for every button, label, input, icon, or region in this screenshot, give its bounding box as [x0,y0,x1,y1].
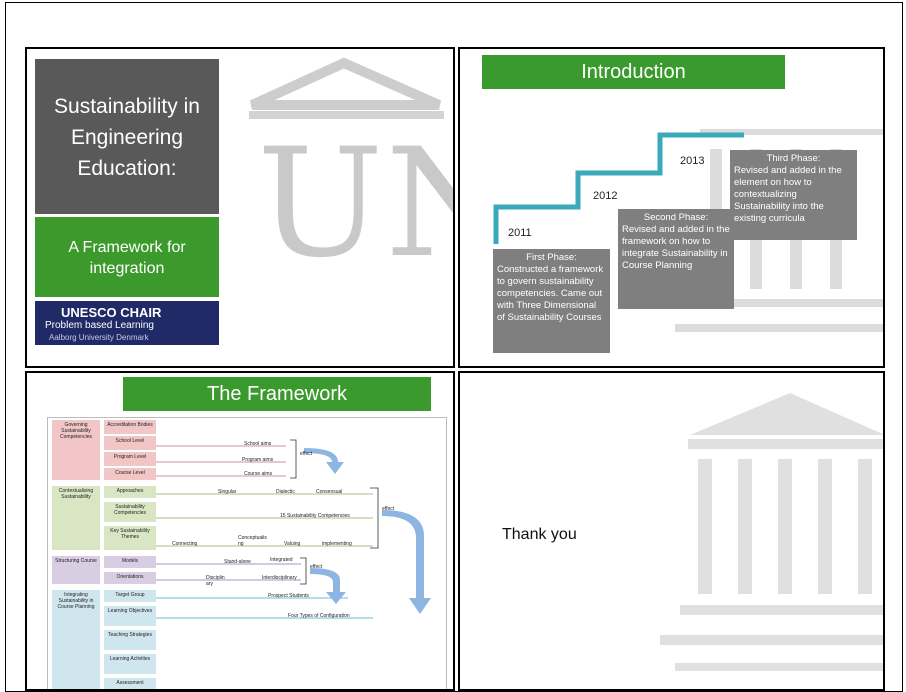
row-models: Models [104,556,156,568]
row-course: Course Level [104,468,156,480]
row-themes: Key Sustainability Themes [104,526,156,550]
label-school-aims: School aims [244,441,272,447]
logo-line2: Problem based Learning [45,320,154,331]
row-program: Program Level [104,452,156,466]
phase-1-body: Constructed a framework to govern sustai… [497,264,604,323]
label-integrated: Integrated [270,557,293,563]
group-governing: Governing Sustainability Competencies [52,420,100,480]
phase-1-title: First Phase: [526,252,577,263]
label-singular: Singular [218,489,237,495]
slide-4-thumbnail[interactable]: Thank you [458,371,885,691]
phase-card-1: First Phase: Constructed a framework to … [493,249,610,353]
temple-watermark [660,393,883,671]
label-effect-1: effect [300,451,313,457]
subtitle-box: A Framework for integration [35,217,219,297]
label-implementing: implementing [322,541,352,547]
phase-3-body: Revised and added in the element on how … [734,165,842,224]
label-course-aims: Course aims [244,471,273,477]
phase-2-title: Second Phase: [643,212,709,223]
row-school: School Level [104,436,156,450]
label-program-aims: Program aims [242,457,274,463]
group-structuring: Structuring Course [52,556,100,584]
staircase-graphic [493,132,744,244]
unesco-temple-graphic [249,57,444,119]
slide-subtitle: A Framework for integration [68,239,186,277]
thank-you-text: Thank you [502,526,577,543]
label-effect-2: effect [382,506,395,512]
row-strategies: Teaching Strategies [104,630,156,650]
unesco-chair-logo: UNESCO CHAIR Problem based Learning Aalb… [35,301,219,345]
label-prospect-students: Prospect Students [268,593,309,599]
row-objectives: Learning Objectives [104,606,156,626]
logo-line1: UNESCO CHAIR [61,305,162,320]
title-box: Sustainability in Engineering Education: [35,59,219,214]
label-competencies-15: 15 Sustainability Competencies [280,513,350,519]
label-connecting: Connecting [172,541,198,547]
label-four-types: Four Types of Configuration [288,613,350,619]
year-2012: 2012 [593,190,618,202]
label-dialectic: Dialectic [276,489,295,495]
label-effect-3: effect [310,564,323,570]
row-competencies: Sustainability Competencies [104,502,156,522]
slide-title: Sustainability in Engineering Education: [54,95,200,180]
slide-title: Introduction [482,55,785,89]
slide-1-thumbnail[interactable]: UNES Sustainability in Engineering Educa… [25,47,455,368]
label-valuing: Valuing [284,541,301,547]
year-2011: 2011 [508,227,532,239]
bg-letters: UNES [257,117,453,291]
framework-lines [156,439,431,619]
label-interdisciplinary: Interdisciplinary [262,575,297,581]
phase-2-body: Revised and added in the framework on ho… [622,224,730,271]
phase-card-3: Third Phase: Revised and added in the el… [730,150,857,240]
label-consensual: Consensual [316,489,343,495]
slide-3-thumbnail[interactable]: The Framework Governing Sustainability C… [25,371,455,691]
group-contextualising: Contextualising Sustainability [52,486,100,550]
label-standalone: Stand-alone [224,559,251,565]
row-accreditation: Accreditation Bodies [104,420,156,434]
row-activities: Learning Activities [104,654,156,674]
label-disciplinary: Disciplin ary [206,575,225,587]
slide-title: The Framework [123,377,431,411]
row-approaches: Approaches [104,486,156,498]
logo-line3: Aalborg University Denmark [49,333,149,342]
slide-2-thumbnail[interactable]: Introduction 2011 2012 2013 First Phase:… [458,47,885,368]
label-conceptualising: Conceptualis ng [238,535,267,547]
row-orientations: Orientations [104,572,156,584]
group-integrating: Integrating Sustainability in Course Pla… [52,590,100,689]
row-target: Target Group [104,590,156,602]
phase-3-title: Third Phase: [766,153,821,164]
year-2013: 2013 [680,155,705,167]
framework-diagram: Governing Sustainability Competencies Co… [47,417,447,689]
row-assessment: Assessment [104,678,156,689]
phase-card-2: Second Phase: Revised and added in the f… [618,209,734,309]
